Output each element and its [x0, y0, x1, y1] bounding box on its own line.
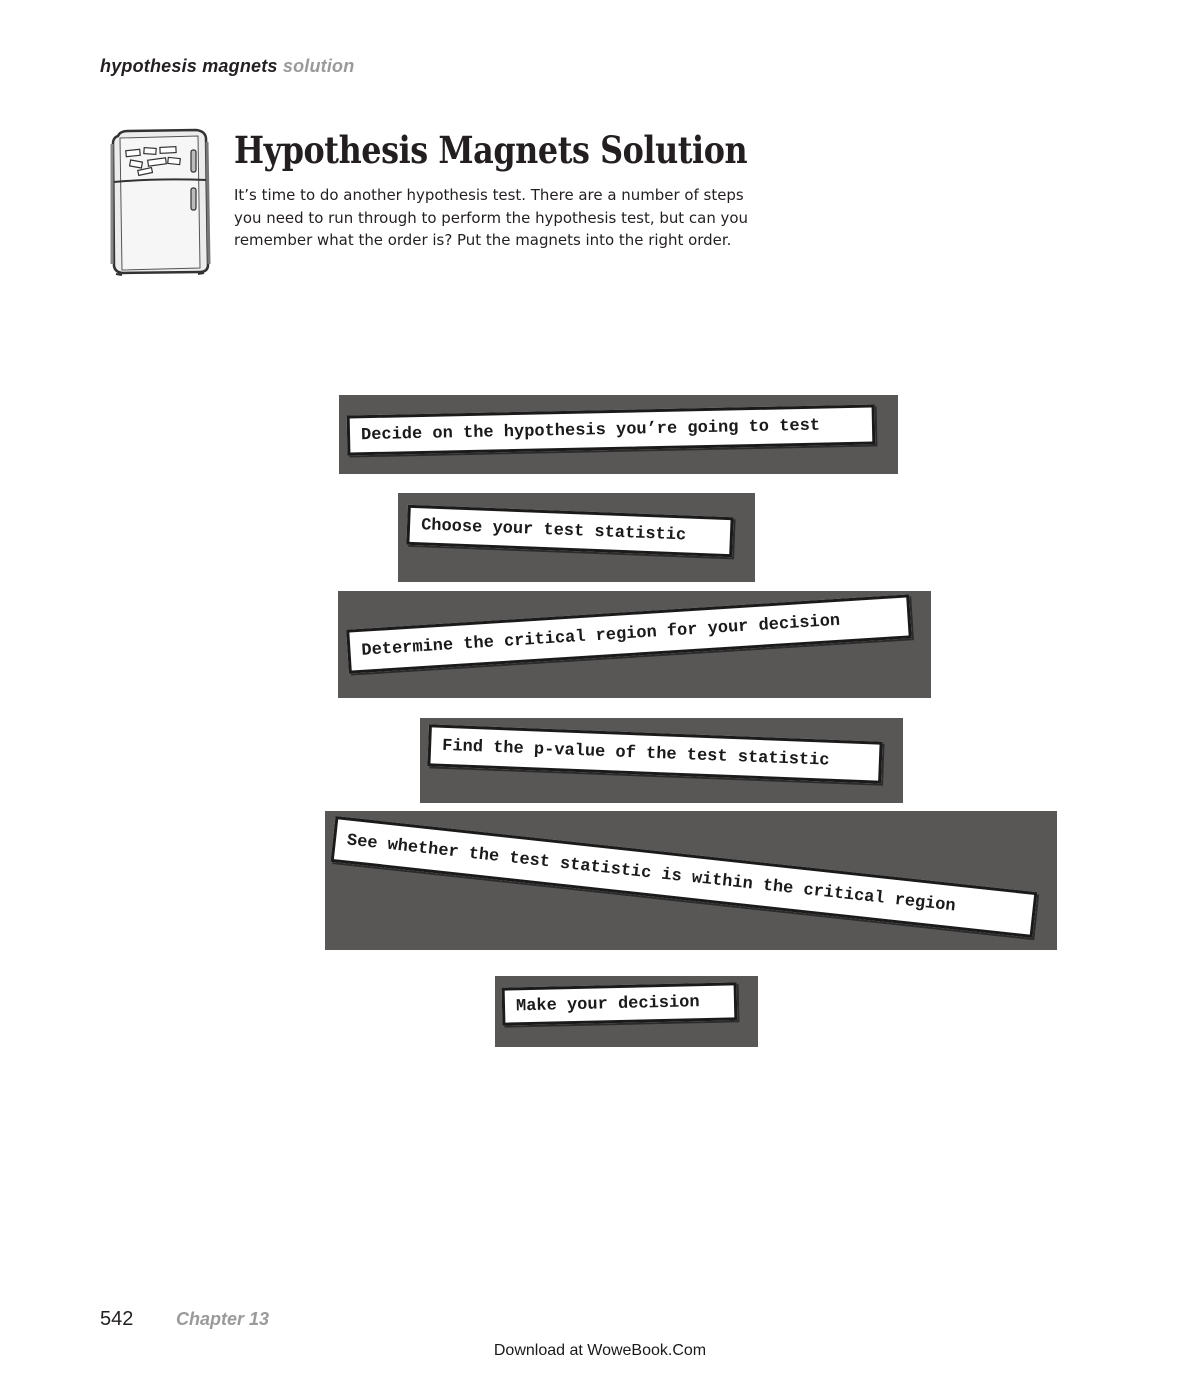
- running-head: hypothesis magnets solution: [100, 56, 354, 77]
- magnet-step-5[interactable]: See whether the test statistic is within…: [330, 816, 1038, 938]
- download-note: Download at WoweBook.Com: [493, 1342, 707, 1359]
- intro-line: It’s time to do another hypothesis test.…: [234, 186, 744, 204]
- chapter-label: Chapter 13: [176, 1309, 270, 1329]
- magnet-step-2[interactable]: Choose your test statistic: [406, 504, 734, 558]
- page-number: 542: [100, 1308, 134, 1330]
- magnet-step-6[interactable]: Make your decision: [501, 982, 738, 1026]
- magnet-step-3[interactable]: Determine the critical region for your d…: [346, 594, 912, 674]
- intro-paragraph: It’s time to do another hypothesis test.…: [234, 184, 794, 252]
- magnet-board: Determine the critical region for your d…: [338, 591, 931, 698]
- magnet-step-4[interactable]: Find the p-value of the test statistic: [427, 724, 883, 784]
- magnet-board: Decide on the hypothesis you’re going to…: [339, 395, 898, 474]
- intro-line: you need to run through to perform the h…: [234, 208, 749, 227]
- running-head-main: hypothesis magnets: [100, 56, 278, 76]
- magnet-step-1[interactable]: Decide on the hypothesis you’re going to…: [346, 404, 876, 456]
- magnet-board: See whether the test statistic is within…: [325, 811, 1057, 950]
- magnet-board: Find the p-value of the test statistic: [420, 718, 903, 803]
- magnet-board: Make your decision: [495, 976, 758, 1047]
- page-title: Hypothesis Magnets Solution: [234, 128, 748, 172]
- fridge-with-magnets-icon: [108, 128, 212, 276]
- magnet-board: Choose your test statistic: [398, 493, 755, 582]
- running-head-sub: solution: [282, 56, 355, 76]
- intro-line: remember what the order is? Put the magn…: [234, 231, 732, 249]
